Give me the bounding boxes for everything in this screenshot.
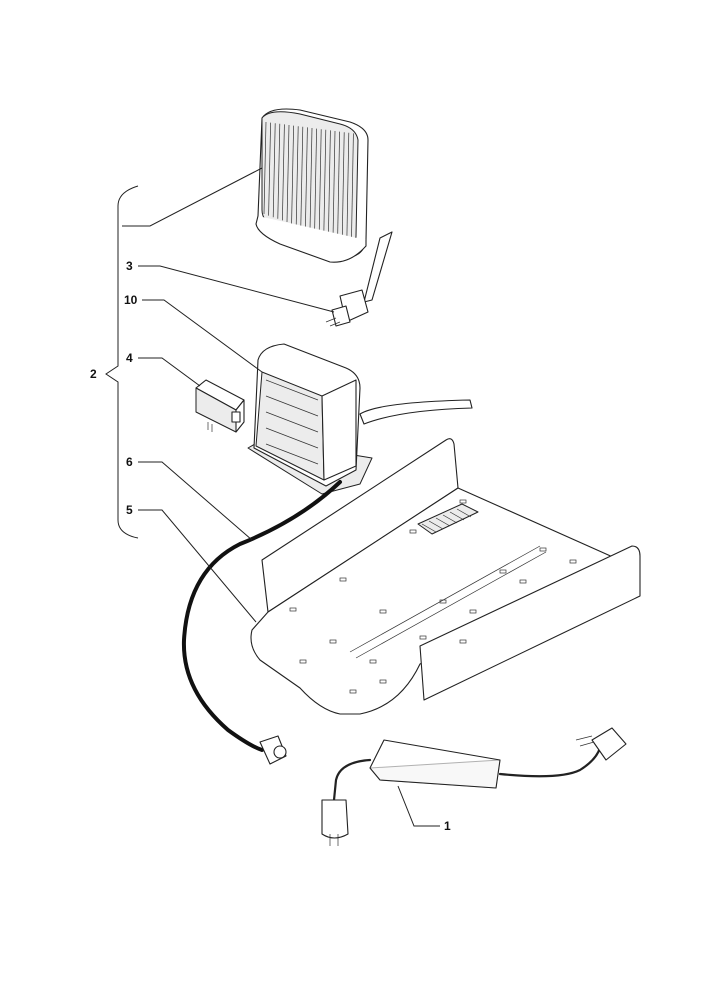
plate-hole	[349, 689, 357, 694]
detail-line	[428, 520, 444, 530]
plate-hole	[379, 679, 387, 684]
detail-line	[277, 123, 281, 219]
detail-line	[300, 126, 304, 227]
detail-line	[332, 130, 336, 239]
detail-line	[282, 124, 285, 221]
detail-line	[309, 127, 313, 231]
detail-line	[421, 523, 437, 533]
plate-hole	[379, 609, 387, 614]
group-bracket	[105, 185, 139, 539]
module-part	[195, 379, 245, 433]
detail-line	[318, 129, 322, 234]
callout-1: 1	[444, 819, 451, 833]
callout-10: 10	[124, 293, 138, 307]
detail-line	[295, 126, 299, 226]
detail-line	[442, 514, 458, 524]
callout-3: 3	[126, 259, 133, 273]
plate-hole	[499, 569, 507, 574]
detail-line	[272, 123, 276, 218]
callout-2: 2	[90, 367, 97, 381]
detail-line	[265, 379, 319, 401]
leader-lines	[122, 167, 440, 827]
detail-line	[337, 131, 340, 240]
plate-hole	[339, 577, 347, 582]
plate-hole	[469, 609, 477, 614]
callout-6: 6	[126, 455, 133, 469]
plate-hole	[329, 639, 337, 644]
plate-hole	[419, 635, 427, 640]
detail-line	[328, 130, 331, 237]
callout-5: 5	[126, 503, 133, 517]
plate-hole	[459, 499, 467, 504]
plate-hole	[409, 529, 417, 534]
plate-hole	[569, 559, 577, 564]
plate-hole	[459, 639, 467, 644]
detail-line	[291, 125, 294, 224]
detail-line	[314, 128, 317, 232]
plate-hole	[519, 579, 527, 584]
plate-hole	[539, 547, 547, 552]
detail-line	[286, 124, 290, 223]
plate-hole	[289, 607, 297, 612]
detail-line	[346, 132, 350, 243]
detail-line	[268, 122, 271, 216]
charging-plate-part	[250, 438, 641, 715]
detail-line	[323, 129, 327, 235]
detail-line	[265, 395, 319, 417]
detail-line	[265, 427, 319, 449]
plate-hole	[369, 659, 377, 664]
detail-line	[341, 132, 345, 242]
detail-line	[449, 511, 465, 521]
cable-part	[181, 480, 342, 765]
detail-line	[265, 443, 319, 465]
detail-line	[305, 127, 308, 229]
callout-4: 4	[126, 351, 133, 365]
detail-line	[265, 411, 319, 433]
detail-line	[435, 517, 451, 527]
plate-hole	[299, 659, 307, 664]
detail-line	[456, 508, 472, 518]
detail-line	[263, 121, 267, 215]
detail-line	[351, 133, 354, 245]
cover-part	[255, 108, 369, 263]
power-supply-part	[321, 727, 627, 846]
connector-part	[325, 231, 393, 327]
